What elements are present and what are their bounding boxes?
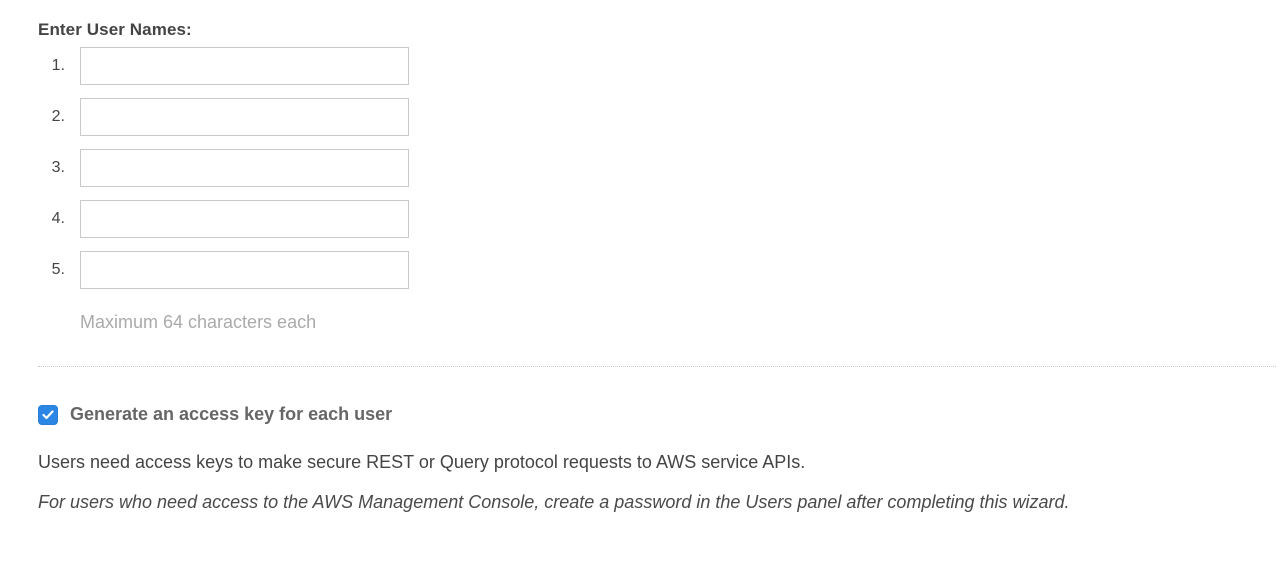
- row-number-label: 4.: [51, 210, 65, 227]
- user-name-input-4[interactable]: [80, 200, 409, 238]
- row-number-label: 2.: [51, 108, 65, 125]
- access-key-description: Users need access keys to make secure RE…: [38, 452, 806, 472]
- enter-user-names-heading: Enter User Names:: [38, 20, 192, 39]
- user-name-row: 5.: [38, 251, 1276, 289]
- row-number-label: 1.: [51, 57, 65, 74]
- user-name-input-2[interactable]: [80, 98, 409, 136]
- row-number-label: 3.: [51, 159, 65, 176]
- generate-access-key-option: Generate an access key for each user: [38, 404, 1276, 425]
- user-name-row: 4.: [38, 200, 1276, 238]
- user-name-input-1[interactable]: [80, 47, 409, 85]
- user-name-input-3[interactable]: [80, 149, 409, 187]
- max-characters-hint: Maximum 64 characters each: [80, 312, 317, 332]
- user-names-form: 1. 2. 3. 4. 5.: [38, 47, 1276, 289]
- console-password-note: For users who need access to the AWS Man…: [38, 492, 1070, 512]
- user-name-row: 2.: [38, 98, 1276, 136]
- access-key-checkbox-label[interactable]: Generate an access key for each user: [70, 404, 393, 424]
- row-number-label: 5.: [51, 261, 65, 278]
- section-divider: [38, 366, 1276, 367]
- user-name-row: 1.: [38, 47, 1276, 85]
- user-name-input-5[interactable]: [80, 251, 409, 289]
- checkmark-icon: [42, 409, 54, 419]
- access-key-checkbox[interactable]: [38, 404, 58, 425]
- user-name-row: 3.: [38, 149, 1276, 187]
